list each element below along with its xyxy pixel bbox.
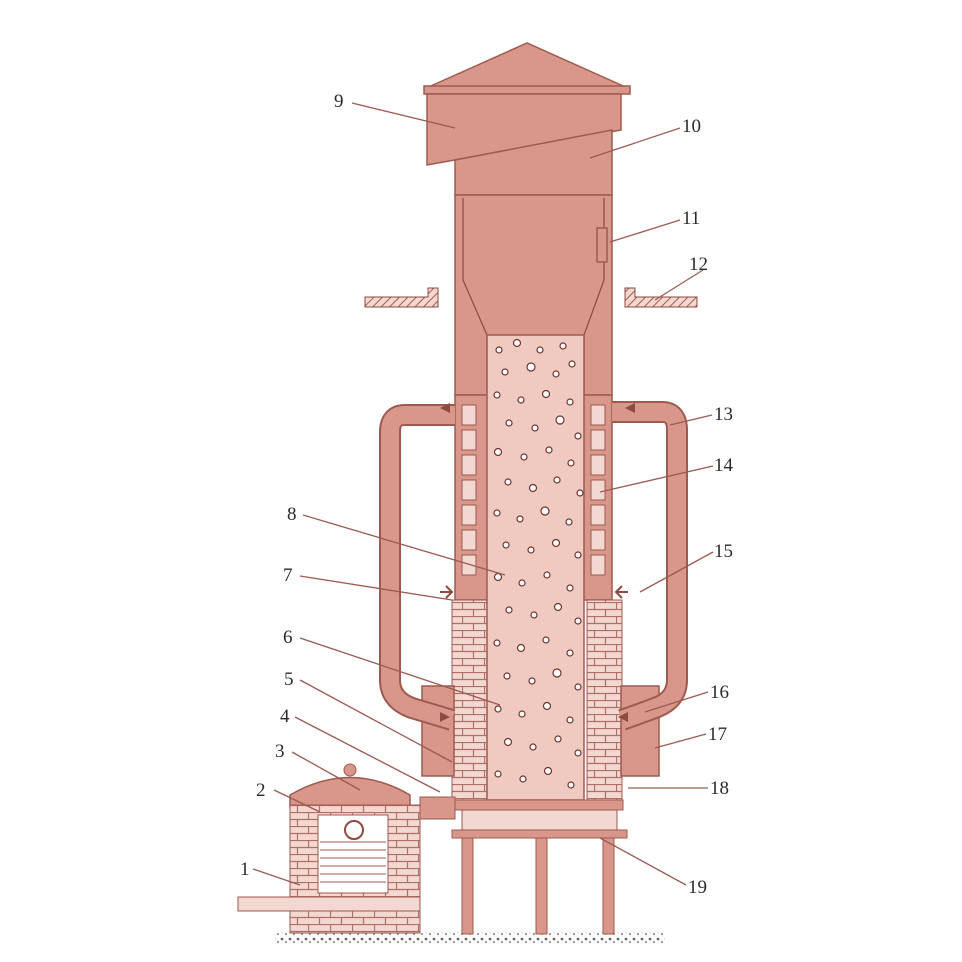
brick-wall-right: [586, 599, 623, 801]
label-10: 10: [682, 116, 701, 137]
flow-arrows: [440, 403, 635, 722]
firebox-knob: [343, 763, 357, 777]
label-7: 7: [283, 565, 293, 586]
floor-platform: [364, 287, 698, 308]
firebox-water: [320, 841, 386, 883]
hearth-plate: [454, 799, 624, 811]
pipe-right-fill: [612, 403, 686, 729]
label-3: 3: [275, 741, 285, 762]
label-17: 17: [708, 724, 727, 745]
grate-base: [451, 829, 628, 839]
label-1: 1: [240, 859, 250, 880]
brick-wall-left: [451, 599, 488, 801]
label-12: 12: [689, 254, 708, 275]
label-9: 9: [334, 91, 344, 112]
connecting-duct: [419, 796, 456, 820]
label-6: 6: [283, 627, 293, 648]
label-2: 2: [256, 780, 266, 801]
label-15: 15: [714, 541, 733, 562]
label-11: 11: [682, 208, 700, 229]
ground-strip: [275, 932, 665, 944]
upper-collar: [426, 93, 622, 166]
inspection-port: [596, 227, 608, 263]
label-13: 13: [714, 404, 733, 425]
support-legs: [461, 835, 615, 935]
label-19: 19: [688, 877, 707, 898]
label-5: 5: [284, 669, 294, 690]
label-16: 16: [710, 682, 729, 703]
roof-cap: [423, 42, 631, 90]
pipe-left-fill: [381, 406, 455, 729]
jacket-cells: [461, 404, 606, 576]
leader-lines: [252, 102, 714, 886]
label-14: 14: [714, 455, 734, 476]
label-4: 4: [280, 706, 290, 727]
label-8: 8: [287, 504, 297, 525]
pipe-left: [379, 404, 456, 731]
firebox-vessel: [344, 820, 364, 840]
roof-rim: [423, 85, 631, 95]
air-box-left: [421, 685, 455, 777]
ash-tray: [237, 896, 421, 912]
label-18: 18: [710, 778, 729, 799]
fuel-pieces: [493, 338, 584, 789]
firebox-arch: [289, 776, 411, 809]
part-labels: 1 2 3 4 5 6 7 8 9 10 11 12 13 14 15 16 1…: [240, 91, 734, 898]
